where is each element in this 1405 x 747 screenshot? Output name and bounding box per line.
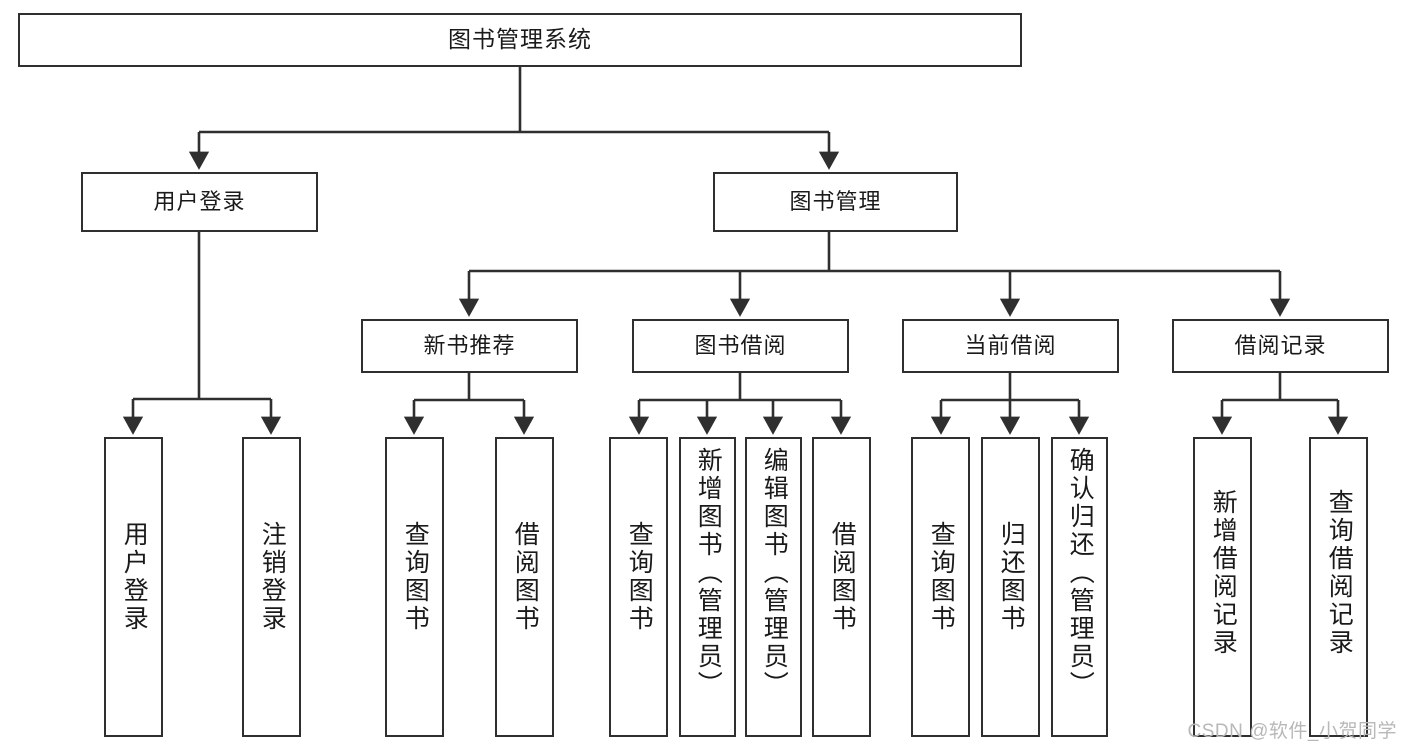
node-label: 编辑图书（管理员） [760,447,789,699]
node-label: 借阅图书 [828,521,857,633]
leaf-borrow-book-2[interactable]: 借阅图书 [812,437,871,737]
watermark-text: CSDN @软件_小贺同学 [1187,721,1397,742]
node-label: 借阅图书 [511,521,540,633]
leaf-add-borrow-record[interactable]: 新增借阅记录 [1193,437,1252,737]
leaf-edit-book-admin[interactable]: 编辑图书（管理员） [745,437,802,737]
node-label: 注销登录 [258,521,287,633]
leaf-query-book-3[interactable]: 查询图书 [911,437,970,737]
node-label: 用户登录 [120,521,149,633]
leaf-user-login[interactable]: 用户登录 [104,437,163,737]
leaf-query-book-2[interactable]: 查询图书 [609,437,668,737]
node-label: 图书管理 [789,188,882,214]
node-user-login[interactable]: 用户登录 [81,172,318,232]
node-current-borrow[interactable]: 当前借阅 [902,319,1119,373]
leaf-return-book[interactable]: 归还图书 [981,437,1040,737]
node-label: 图书管理系统 [448,26,592,53]
leaf-confirm-return-admin[interactable]: 确认归还（管理员） [1051,437,1108,737]
node-label: 查询图书 [625,521,654,633]
leaf-query-book-1[interactable]: 查询图书 [385,437,444,737]
node-system-root[interactable]: 图书管理系统 [18,13,1022,67]
leaf-query-borrow-record[interactable]: 查询借阅记录 [1309,437,1368,737]
node-borrow-record[interactable]: 借阅记录 [1172,319,1389,373]
node-label: 当前借阅 [964,332,1057,358]
node-label: 图书借阅 [694,332,787,358]
leaf-add-book-admin[interactable]: 新增图书（管理员） [679,437,736,737]
node-label: 新书推荐 [423,332,516,358]
leaf-logout[interactable]: 注销登录 [242,437,301,737]
node-label: 借阅记录 [1234,332,1327,358]
node-book-borrow[interactable]: 图书借阅 [632,319,849,373]
node-new-book-recommend[interactable]: 新书推荐 [361,319,578,373]
node-label: 新增借阅记录 [1209,489,1238,657]
node-label: 用户登录 [153,188,246,214]
node-label: 查询图书 [927,521,956,633]
node-label: 归还图书 [997,521,1026,633]
node-label: 查询图书 [401,521,430,633]
node-label: 确认归还（管理员） [1066,447,1095,699]
node-label: 查询借阅记录 [1325,489,1354,657]
node-book-management[interactable]: 图书管理 [713,172,958,232]
node-label: 新增图书（管理员） [694,447,723,699]
leaf-borrow-book-1[interactable]: 借阅图书 [495,437,554,737]
